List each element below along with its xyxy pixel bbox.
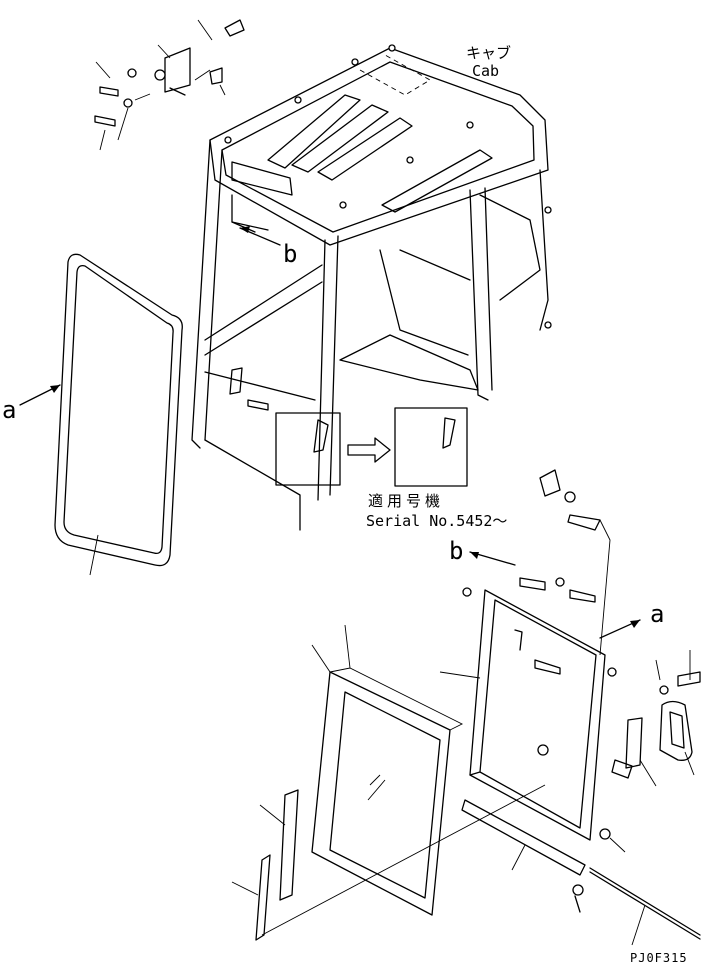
window-seal bbox=[54, 253, 183, 576]
serial-note-en: Serial No.5452～ bbox=[366, 512, 507, 530]
glass-pane bbox=[311, 624, 464, 916]
callout-a-left: a bbox=[2, 384, 61, 424]
detail-before bbox=[275, 412, 341, 486]
cab-assembly bbox=[191, 44, 552, 531]
callout-b-top: b bbox=[239, 226, 297, 268]
detail-arrow bbox=[347, 437, 391, 463]
callout-a-right: a bbox=[599, 600, 664, 639]
callout-b-bottom-label: b bbox=[449, 537, 463, 565]
latch-assembly bbox=[599, 650, 701, 853]
cab-hardware-cluster bbox=[94, 19, 245, 151]
bottom-rail bbox=[461, 799, 701, 946]
window-frame bbox=[439, 577, 617, 841]
rubber-strips bbox=[231, 784, 546, 941]
callout-b-top-label: b bbox=[283, 240, 297, 268]
cab-label-jp: キャブ bbox=[466, 44, 511, 62]
detail-after bbox=[394, 407, 468, 487]
cab-label-en: Cab bbox=[472, 62, 499, 80]
serial-note: 適用号機 Serial No.5452～ bbox=[366, 492, 507, 530]
callout-b-bottom: b bbox=[449, 537, 516, 566]
callout-a-left-label: a bbox=[2, 396, 16, 424]
drawing-code: PJ0F315 bbox=[630, 951, 688, 965]
cab-label: キャブ Cab bbox=[466, 44, 511, 80]
callout-a-right-label: a bbox=[650, 600, 664, 628]
upper-bracket bbox=[539, 469, 611, 656]
serial-note-jp: 適用号機 bbox=[368, 492, 444, 510]
